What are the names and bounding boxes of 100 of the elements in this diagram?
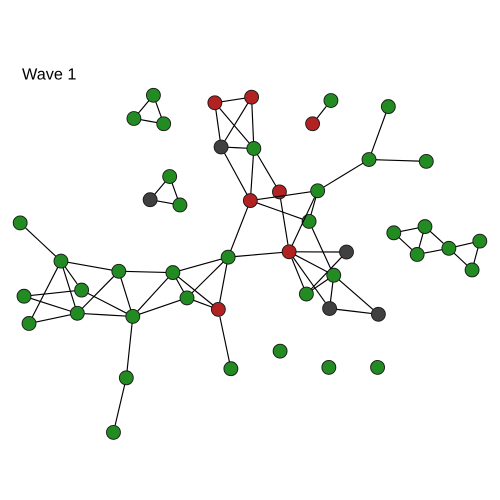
- node-circle: [362, 152, 376, 166]
- connector: [398, 236, 412, 250]
- node-circle: [246, 140, 262, 156]
- connector: [155, 101, 162, 117]
- connector: [88, 292, 127, 314]
- node-circle: [441, 240, 456, 256]
- connector: [235, 251, 282, 257]
- node-circle: [146, 87, 161, 102]
- connector: [126, 322, 133, 370]
- connector: [64, 266, 78, 284]
- node-circle: [165, 264, 180, 280]
- connector: [312, 227, 332, 268]
- connector: [257, 190, 311, 200]
- connector: [31, 290, 75, 296]
- connector: [456, 242, 474, 247]
- connector: [36, 314, 70, 322]
- node-circle: [464, 262, 480, 277]
- connector: [424, 248, 442, 254]
- node-circle: [106, 424, 121, 440]
- node-circle: [472, 233, 488, 248]
- connector: [82, 276, 114, 308]
- connector: [292, 256, 326, 302]
- connector: [295, 254, 328, 272]
- node-circle: [162, 168, 178, 184]
- node-circle: [386, 224, 402, 240]
- connector: [137, 277, 168, 311]
- node-circle: [305, 116, 320, 131]
- node-circle: [310, 182, 326, 198]
- connector: [310, 256, 342, 289]
- node-circle: [272, 184, 287, 199]
- connector: [172, 182, 178, 198]
- connector: [251, 104, 254, 141]
- node-circle: [410, 246, 425, 262]
- connector: [250, 155, 254, 193]
- connector: [154, 181, 166, 194]
- connector: [370, 112, 386, 152]
- connector: [336, 308, 372, 314]
- node-circle: [180, 290, 194, 305]
- node-circle: [74, 282, 90, 298]
- node-circle: [111, 263, 126, 278]
- node-circle: [16, 288, 32, 304]
- connector: [84, 312, 126, 316]
- node-circle: [70, 305, 85, 320]
- connector: [224, 152, 248, 194]
- connector: [68, 261, 112, 270]
- connector: [178, 276, 214, 305]
- node-circle: [125, 308, 140, 324]
- connector: [330, 282, 334, 302]
- node-circle: [210, 302, 226, 316]
- connector: [140, 118, 157, 123]
- node-circle: [370, 306, 386, 322]
- node-circle: [220, 249, 236, 264]
- node-circle: [324, 92, 338, 108]
- connector: [296, 250, 340, 252]
- connector: [257, 154, 276, 186]
- node-circle: [302, 214, 316, 228]
- node-circle: [322, 300, 338, 316]
- connector: [430, 230, 444, 244]
- connector: [310, 196, 316, 214]
- connector: [324, 162, 364, 187]
- connector: [62, 267, 76, 306]
- connector: [138, 100, 150, 114]
- node-circle: [418, 153, 434, 168]
- connector: [139, 299, 180, 314]
- connector: [25, 227, 56, 256]
- node-circle: [12, 215, 28, 230]
- connector: [219, 263, 228, 302]
- node-circle: [118, 370, 134, 385]
- connector: [215, 109, 221, 140]
- connector: [219, 108, 250, 143]
- connector: [114, 384, 126, 425]
- connector: [338, 279, 374, 310]
- node-circle: [321, 360, 336, 374]
- connector: [180, 258, 222, 271]
- connector: [222, 97, 245, 102]
- node-circle: [272, 343, 288, 358]
- connector: [280, 198, 289, 244]
- connector: [126, 270, 166, 272]
- node-circle: [298, 286, 314, 301]
- node-circle: [370, 360, 385, 374]
- node-circle: [22, 316, 36, 330]
- connector: [418, 232, 424, 248]
- node-circle: [282, 244, 297, 259]
- connector: [224, 102, 248, 141]
- connector: [230, 206, 248, 250]
- node-circle: [326, 267, 342, 282]
- node-circle: [242, 192, 258, 208]
- connector: [312, 278, 328, 290]
- connector: [291, 258, 304, 288]
- node-circle: [54, 253, 68, 268]
- connector: [454, 252, 468, 265]
- node-circle: [207, 94, 222, 110]
- node-circle: [156, 116, 172, 131]
- connector: [376, 158, 420, 162]
- node-circle: [380, 98, 396, 114]
- connector: [30, 297, 71, 312]
- node-circle: [214, 139, 229, 154]
- node-circle: [244, 89, 260, 104]
- connector: [219, 316, 230, 362]
- connector: [292, 196, 316, 246]
